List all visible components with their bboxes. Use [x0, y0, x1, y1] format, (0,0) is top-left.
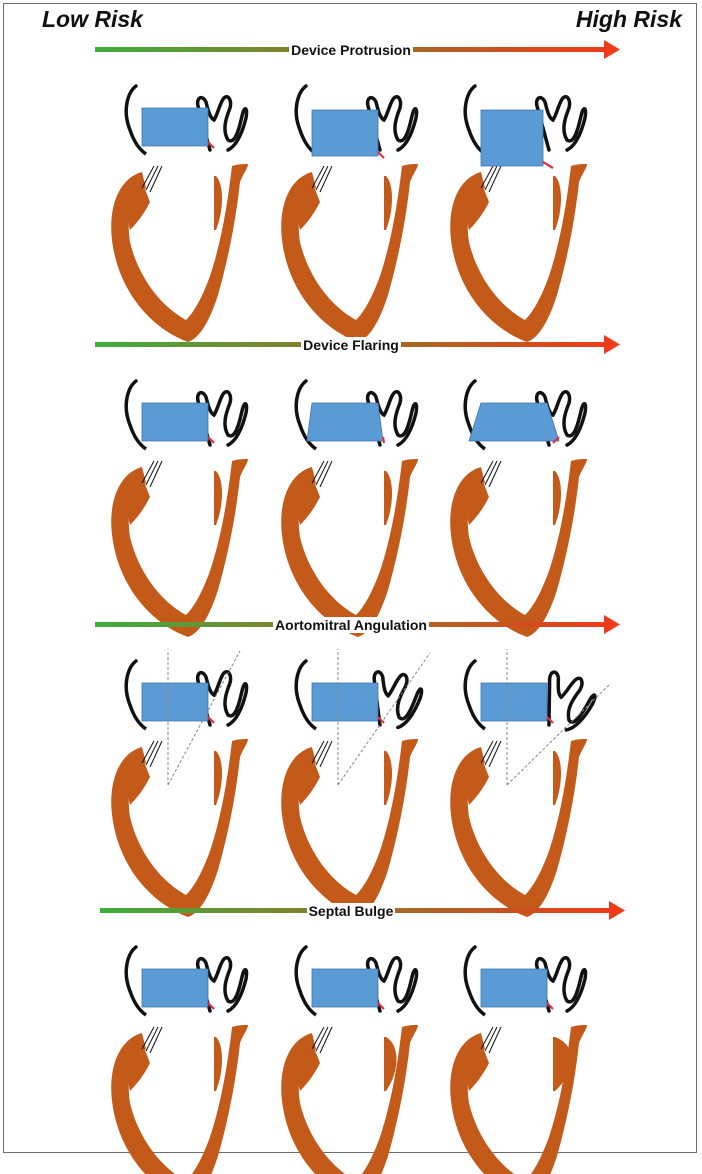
septal-bulge [214, 176, 222, 230]
septal-bulge [214, 751, 222, 805]
panel-title: Device Protrusion [289, 42, 413, 58]
septal-bulge [214, 1037, 222, 1091]
mitral-annulus-line [465, 86, 475, 130]
neo-lvot-gap-marker [383, 437, 384, 443]
panel-title: Aortomitral Angulation [273, 617, 429, 633]
device [142, 683, 208, 721]
septal-bulge [384, 471, 392, 525]
device [312, 683, 378, 721]
neo-lvot-gap-marker [378, 152, 384, 158]
neo-lvot-gap-marker [543, 162, 553, 168]
heart-diagram [281, 649, 430, 917]
mitral-annulus-line [465, 381, 475, 425]
septal-bulge [384, 176, 392, 230]
device [312, 969, 378, 1007]
aortic-valve-line [537, 97, 586, 150]
heart-diagram [111, 381, 248, 637]
device [307, 403, 383, 441]
heart-diagram [450, 86, 587, 342]
panel-septal-bulge: Septal Bulge [0, 899, 702, 1174]
device [469, 403, 559, 441]
mitral-annulus-line [465, 661, 475, 705]
aortic-root [537, 97, 586, 150]
mitral-annulus-line [126, 381, 136, 425]
panel-device-protrusion: Device Protrusion [0, 38, 702, 313]
panel-device-protrusion-graphic [0, 38, 702, 313]
septal-bulge [553, 471, 561, 525]
heart-diagram [450, 649, 609, 917]
heart-diagram [111, 86, 248, 342]
septal-bulge [214, 471, 222, 525]
mitral-annulus-line [296, 947, 306, 991]
myocardium-wall [111, 1025, 248, 1174]
myocardium-wall [281, 1025, 418, 1174]
panel-device-flaring: Device Flaring [0, 333, 702, 608]
septal-bulge [553, 751, 561, 805]
mitral-annulus-line [126, 86, 136, 130]
device [142, 969, 208, 1007]
septal-bulge [384, 751, 392, 805]
device [142, 403, 208, 441]
panel-aortomitral-angulation-graphic [0, 613, 702, 888]
mitral-annulus-line [126, 947, 136, 991]
heart-diagram [111, 947, 248, 1174]
heart-diagram [450, 381, 587, 637]
heart-diagram [111, 649, 248, 917]
device [481, 110, 543, 166]
panel-title: Device Flaring [301, 337, 401, 353]
mitral-annulus-line [296, 381, 306, 425]
heart-diagram [281, 86, 418, 342]
mitral-annulus-line [465, 947, 475, 991]
low-risk-label: Low Risk [42, 6, 143, 33]
device [142, 108, 208, 146]
heart-diagram [281, 947, 418, 1174]
heart-diagram [450, 947, 587, 1174]
device [312, 110, 378, 156]
mitral-annulus-line [126, 661, 136, 705]
panel-device-flaring-graphic [0, 333, 702, 608]
device [481, 683, 547, 721]
heart-diagram [281, 381, 418, 637]
panel-title: Septal Bulge [307, 903, 396, 919]
high-risk-label: High Risk [576, 6, 682, 33]
device [481, 969, 547, 1007]
septal-bulge [553, 176, 561, 230]
mitral-annulus-line [296, 86, 306, 130]
mitral-annulus-line [296, 661, 306, 705]
panel-aortomitral-angulation: Aortomitral Angulation [0, 613, 702, 888]
panel-septal-bulge-graphic [0, 899, 702, 1174]
